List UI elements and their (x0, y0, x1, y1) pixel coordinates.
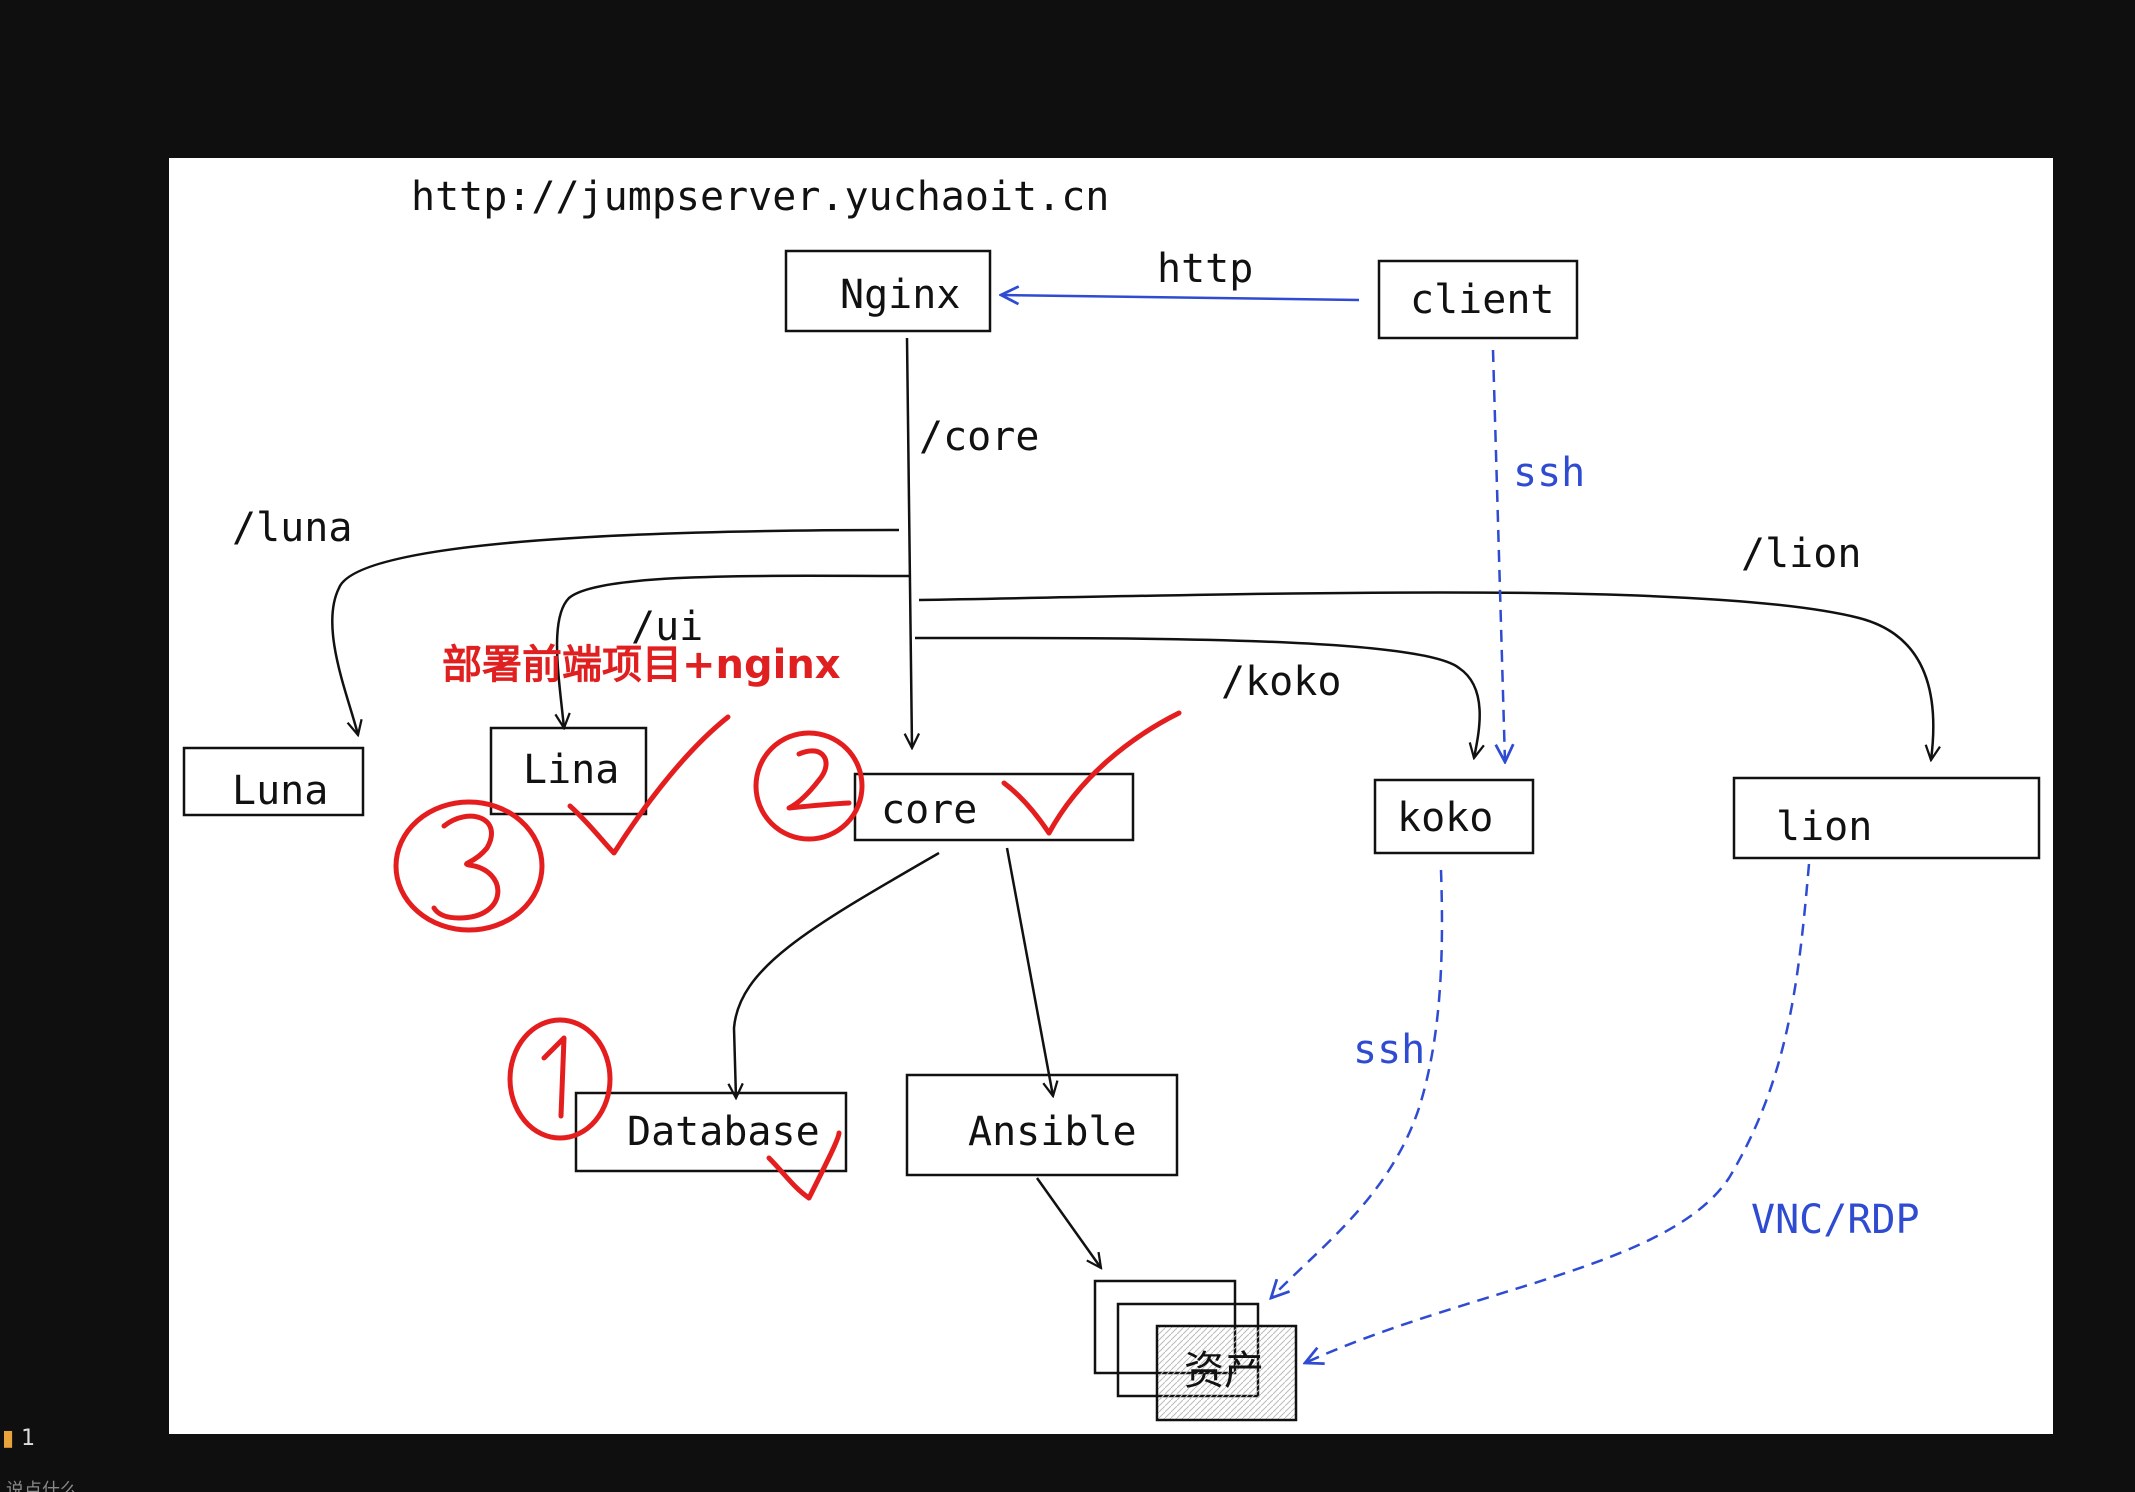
core-label: core (881, 787, 977, 833)
ssh-client-edge (1491, 349, 1505, 762)
ansible-node: Ansible (905, 1073, 1179, 1177)
comment-input-hint[interactable]: 说点什么 (6, 1480, 78, 1492)
database-node: Database (574, 1091, 848, 1173)
nginx-node: Nginx (784, 249, 992, 333)
ansible-label: Ansible (968, 1109, 1137, 1155)
client-label: client (1410, 277, 1555, 323)
ui-edge (557, 574, 910, 728)
core-check-mark (1001, 710, 1182, 836)
lina-check-mark (567, 714, 731, 856)
nginx-label: Nginx (840, 272, 960, 318)
lion-path-label: /lion (1741, 531, 1861, 577)
core-path-label: /core (919, 414, 1039, 460)
asset-label: 资产 (1184, 1348, 1264, 1394)
side-count: ▮ 1 (2, 1426, 36, 1451)
koko-label: koko (1397, 795, 1493, 841)
koko-edge (914, 636, 1480, 758)
luna-edge (331, 528, 900, 735)
url-title: http://jumpserver.yuchaoit.cn (411, 174, 1109, 220)
step-1-mark (507, 1017, 613, 1141)
lina-node: Lina (489, 726, 648, 816)
deploy-note: 部署前端项目+nginx (442, 642, 841, 688)
lion-node: lion (1732, 776, 2041, 860)
ui-path-label: /ui (631, 604, 703, 650)
vnc-rdp-label: VNC/RDP (1751, 1197, 1920, 1243)
ssh-koko-edge (1271, 869, 1444, 1298)
side-count-value: 1 (21, 1426, 36, 1451)
luna-label: Luna (232, 768, 328, 814)
ansible-asset-edge (1035, 1177, 1101, 1268)
step-2-mark (753, 730, 865, 842)
diagram-canvas: http://jumpserver.yuchaoit.cn Nginx clie… (169, 158, 2053, 1434)
lion-edge (918, 591, 1933, 760)
core-database-edge (734, 851, 940, 1098)
step-3-mark (393, 799, 545, 933)
koko-node: koko (1373, 778, 1535, 855)
lina-label: Lina (523, 747, 619, 793)
ssh-client-label: ssh (1513, 450, 1585, 496)
core-ansible-edge (1005, 847, 1053, 1096)
lion-label: lion (1776, 804, 1872, 850)
luna-node: Luna (182, 746, 365, 817)
http-edge (1001, 295, 1360, 300)
architecture-diagram: http://jumpserver.yuchaoit.cn Nginx clie… (182, 174, 2041, 1422)
client-node: client (1377, 259, 1579, 340)
database-label: Database (627, 1109, 820, 1155)
koko-path-label: /koko (1221, 659, 1341, 705)
core-trunk-edge (907, 337, 912, 748)
database-check-mark (766, 1130, 842, 1201)
core-node: core (853, 772, 1135, 842)
http-label: http (1157, 246, 1253, 292)
vnc-rdp-edge (1305, 863, 1811, 1363)
luna-path-label: /luna (232, 505, 352, 551)
asset-node: 资产 (1093, 1279, 1298, 1422)
ssh-koko-label: ssh (1353, 1027, 1425, 1073)
